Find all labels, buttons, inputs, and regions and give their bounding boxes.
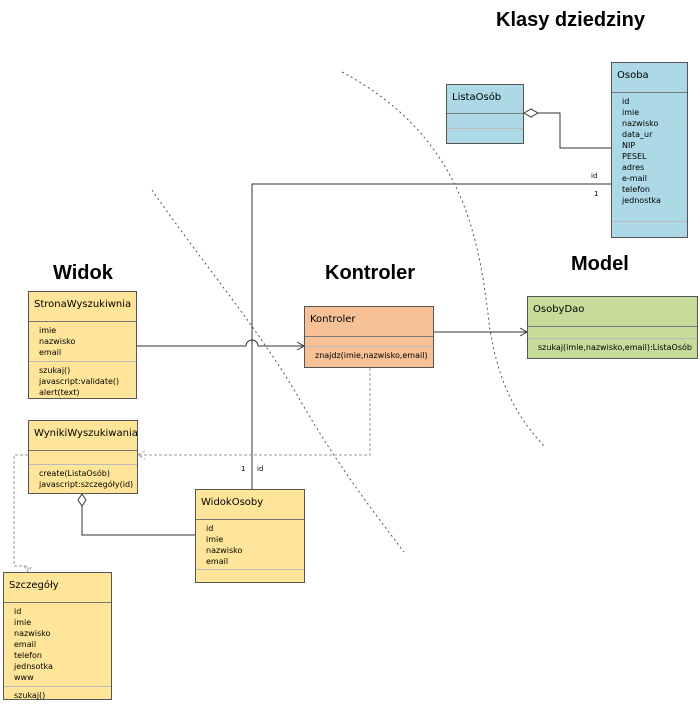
- class-name: Osoba: [612, 63, 687, 93]
- heading-model: Model: [571, 253, 629, 275]
- operation: create(ListaOsób): [39, 469, 110, 478]
- attribute: data_ur: [622, 130, 653, 139]
- attribute: telefon: [622, 185, 650, 194]
- attribute: id: [14, 607, 22, 616]
- arrow-head-wyniki: [136, 450, 146, 460]
- class-name: StronaWyszukiwnia: [29, 292, 136, 322]
- attributes-section: imie nazwisko email: [29, 322, 136, 362]
- attributes-section: [29, 451, 137, 465]
- operations-section: [447, 129, 523, 134]
- class-kontroler[interactable]: Kontroler znajdz(imie,nazwisko,email): [304, 306, 434, 368]
- attribute: imie: [14, 618, 32, 627]
- attribute: NIP: [622, 141, 636, 150]
- aggregation-diamond-osoba: [522, 108, 540, 118]
- attribute: jednostka: [622, 196, 661, 205]
- class-osoba[interactable]: Osoba id imie nazwisko data_ur NIP PESEL…: [611, 62, 688, 238]
- operation: szukaj(): [14, 691, 46, 700]
- attributes-section: id imie nazwisko email telefon jednsotka…: [4, 603, 111, 687]
- attribute: id: [622, 97, 630, 106]
- operation: szukaj(imie,nazwisko,email):ListaOsób: [538, 343, 692, 352]
- attributes-section: id imie nazwisko data_ur NIP PESEL adres…: [612, 93, 687, 222]
- class-wyniki-wyszukiwania[interactable]: WynikiWyszukiwania create(ListaOsób) jav…: [28, 420, 138, 494]
- attribute: imie: [206, 535, 224, 544]
- attributes-section: id imie nazwisko email: [196, 520, 304, 570]
- operation: alert(text): [39, 388, 80, 397]
- dependency-kontroler-wyniki: [138, 368, 371, 456]
- attribute: e-mail: [622, 174, 647, 183]
- class-widok-osoby[interactable]: WidokOsoby id imie nazwisko email: [195, 489, 305, 583]
- class-name: Szczegóły: [4, 573, 111, 603]
- class-szczegoly[interactable]: Szczegóły id imie nazwisko email telefon…: [3, 572, 112, 700]
- operation: javascript:validate(): [39, 377, 120, 386]
- line-hop: [245, 339, 259, 347]
- operations-section: szukaj() javascript:validate() alert(tex…: [29, 362, 136, 400]
- attribute: PESEL: [622, 152, 647, 161]
- attribute: imie: [39, 326, 57, 335]
- attribute: nazwisko: [206, 546, 243, 555]
- class-osoby-dao[interactable]: OsobyDao szukaj(imie,nazwisko,email):Lis…: [527, 296, 698, 359]
- class-lista-osob[interactable]: ListaOsób: [446, 84, 524, 144]
- attribute: jednsotka: [14, 662, 53, 671]
- attribute: imie: [622, 108, 640, 117]
- attribute: nazwisko: [39, 337, 76, 346]
- heading-view: Widok: [53, 262, 113, 284]
- attribute: email: [14, 640, 37, 649]
- multiplicity-osoba-id: id: [591, 172, 598, 180]
- attribute: id: [206, 524, 214, 533]
- attributes-section: [447, 114, 523, 129]
- attribute: email: [206, 557, 229, 566]
- association-widokosoby-osoba: [251, 183, 611, 489]
- operations-section: [196, 570, 304, 575]
- class-strona-wyszukiwnia[interactable]: StronaWyszukiwnia imie nazwisko email sz…: [28, 291, 137, 399]
- operation: javascript:szczegóły(id): [39, 480, 134, 489]
- operations-section: szukaj(imie,nazwisko,email):ListaOsób: [528, 339, 697, 355]
- heading-domain-classes: Klasy dziedziny: [496, 9, 645, 31]
- operation: znajdz(imie,nazwisko,email): [315, 351, 428, 360]
- attribute: telefon: [14, 651, 42, 660]
- association-listaosob-osoba: [523, 112, 611, 149]
- operation: szukaj(): [39, 366, 71, 375]
- attribute: nazwisko: [14, 629, 51, 638]
- attributes-section: [528, 327, 697, 339]
- dependency-wyniki-szczegoly: [13, 454, 29, 572]
- heading-controller: Kontroler: [325, 262, 415, 284]
- multiplicity-widok-one: 1: [241, 465, 246, 473]
- class-name: WynikiWyszukiwania: [29, 421, 138, 451]
- layer-boundary-left: [151, 189, 405, 553]
- aggregation-wyniki-widokosoby: [81, 494, 195, 536]
- operations-section: [612, 222, 687, 227]
- operations-section: szukaj(): [4, 687, 111, 703]
- class-name: ListaOsób: [447, 85, 523, 114]
- class-name: OsobyDao: [528, 297, 697, 327]
- attribute: adres: [622, 163, 645, 172]
- multiplicity-widok-id: id: [257, 465, 264, 473]
- attribute: nazwisko: [622, 119, 659, 128]
- operations-section: znajdz(imie,nazwisko,email): [305, 347, 433, 363]
- class-name: WidokOsoby: [196, 490, 304, 520]
- attributes-section: [305, 337, 433, 347]
- aggregation-diamond-wyniki: [77, 493, 87, 507]
- operations-section: create(ListaOsób) javascript:szczegóły(i…: [29, 465, 137, 492]
- attribute: www: [14, 673, 34, 682]
- attribute: email: [39, 348, 62, 357]
- class-name: Kontroler: [305, 307, 433, 337]
- multiplicity-osoba-one: 1: [594, 190, 599, 198]
